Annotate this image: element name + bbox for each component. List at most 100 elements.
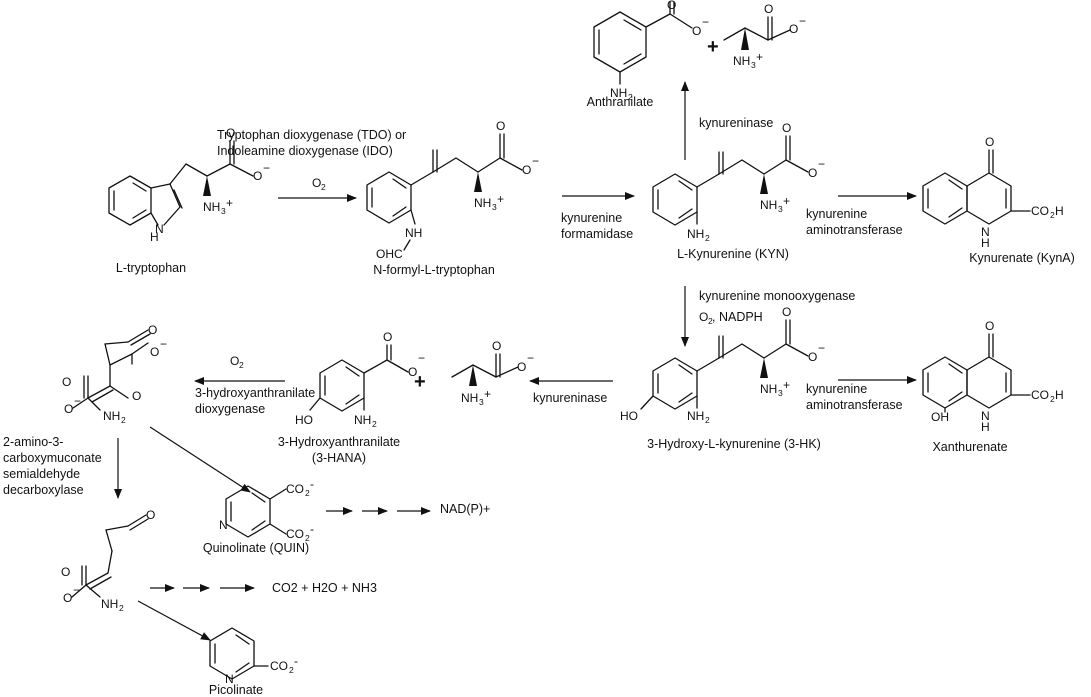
anthranilate-label: Anthranilate [587, 95, 654, 109]
svg-text:CO: CO [1031, 204, 1049, 218]
svg-text:O: O [62, 375, 71, 389]
kynurenine-label: L-Kynurenine (KYN) [677, 247, 789, 261]
svg-text:3: 3 [778, 204, 783, 214]
svg-text:O: O [226, 126, 235, 140]
svg-text:NH: NH [103, 409, 120, 423]
quinolinate-label: Quinolinate (QUIN) [203, 541, 309, 555]
svg-text:HO: HO [620, 409, 638, 423]
svg-text:3: 3 [479, 397, 484, 407]
svg-text:O: O [985, 319, 994, 333]
svg-text:CO: CO [1031, 388, 1049, 402]
svg-text:O: O [764, 2, 773, 16]
acmsd-line2: carboxymuconate [3, 451, 102, 465]
svg-text:2: 2 [321, 182, 326, 192]
svg-text:3: 3 [751, 60, 756, 70]
svg-text:O: O [150, 345, 159, 359]
svg-text:O: O [522, 163, 531, 177]
svg-text:CO: CO [286, 527, 304, 541]
co2-h2o-nh3-label: CO2 + H2O + NH3 [272, 581, 377, 595]
acms-structure: O O − O O O − NH 2 [62, 323, 167, 425]
svg-text:O: O [808, 166, 817, 180]
svg-text:H: H [981, 236, 990, 250]
svg-text:O: O [253, 169, 262, 183]
svg-text:2: 2 [705, 415, 710, 425]
svg-text:−: − [418, 351, 425, 365]
acmsd-line4: decarboxylase [3, 483, 84, 497]
svg-text:OHC: OHC [376, 247, 403, 261]
svg-text:O: O [148, 323, 157, 337]
picolinate-label: Picolinate [209, 683, 263, 697]
haao-line1: 3-hydroxyanthranilate [195, 386, 315, 400]
svg-text:N: N [981, 225, 990, 239]
svg-text:2: 2 [305, 488, 310, 498]
svg-text:2: 2 [1050, 210, 1055, 220]
ams-structure: O O O − NH 2 [61, 508, 155, 613]
anthranilate-structure: O O − NH 2 [593, 0, 709, 102]
svg-text:3: 3 [492, 202, 497, 212]
kynurenate-structure: O N H CO 2 H [922, 135, 1064, 250]
svg-text:O: O [146, 508, 155, 522]
kmo-label: kynurenine monooxygenase [699, 289, 855, 303]
l-tryptophan-structure: H N O O − NH 3 + [108, 126, 270, 244]
kmo-cofactor: , NADPH [712, 310, 763, 324]
svg-text:OH: OH [931, 410, 949, 424]
svg-text:N: N [225, 672, 234, 686]
svg-text:−: − [818, 341, 825, 355]
arrow-to-picolinate [137, 600, 211, 641]
svg-text:NH: NH [760, 382, 777, 396]
svg-text:2: 2 [289, 665, 294, 675]
svg-text:H: H [1055, 388, 1064, 402]
alanine-mid-structure: O O − NH 3 + [451, 339, 534, 407]
svg-text:2: 2 [239, 360, 244, 370]
svg-text:O: O [782, 121, 791, 135]
svg-text:−: − [799, 14, 806, 28]
alanine-top-structure: O O − NH 3 + [723, 2, 806, 70]
svg-text:NH: NH [405, 226, 422, 240]
svg-text:O: O [985, 135, 994, 149]
nadp-label: NAD(P)+ [440, 502, 490, 516]
svg-text:2: 2 [372, 419, 377, 429]
acmsd-line3: semialdehyde [3, 467, 80, 481]
svg-text:2: 2 [708, 316, 713, 326]
svg-text:NH: NH [687, 227, 704, 241]
svg-text:−: − [74, 394, 81, 408]
arrow-to-quinolinate [149, 426, 251, 493]
kynurenate-label: Kynurenate (KynA) [969, 251, 1075, 265]
svg-text:+: + [756, 50, 763, 64]
picolinate-structure: N CO 2 - [209, 627, 298, 686]
svg-text:O: O [496, 119, 505, 133]
svg-text:+: + [783, 194, 790, 208]
svg-text:O: O [667, 0, 676, 12]
svg-text:+: + [497, 192, 504, 206]
kynureninase-top-label: kynureninase [699, 116, 773, 130]
hydroxykynurenine-label: 3-Hydroxy-L-kynurenine (3-HK) [647, 437, 821, 451]
svg-text:−: − [527, 351, 534, 365]
svg-text:2: 2 [305, 533, 310, 543]
hydroxykynurenine-structure: O O − NH 3 + NH 2 HO [620, 305, 825, 425]
svg-text:O: O [230, 354, 239, 368]
svg-text:O: O [692, 24, 701, 38]
svg-text:O: O [132, 389, 141, 403]
svg-text:CO: CO [286, 482, 304, 496]
svg-text:O: O [408, 365, 417, 379]
svg-text:O: O [808, 350, 817, 364]
svg-text:O: O [61, 565, 70, 579]
svg-text:O: O [789, 22, 798, 36]
svg-text:2: 2 [705, 233, 710, 243]
plus-sign: + [414, 371, 426, 393]
svg-text:NH: NH [733, 54, 750, 68]
svg-text:O: O [699, 310, 708, 324]
svg-text:+: + [783, 378, 790, 392]
kat-mid-line1: kynurenine [806, 382, 867, 396]
svg-text:O: O [383, 330, 392, 344]
plus-sign: + [707, 36, 719, 58]
svg-text:N: N [155, 222, 164, 236]
svg-text:−: − [702, 15, 709, 29]
kat-mid-line2: aminotransferase [806, 398, 903, 412]
svg-text:+: + [226, 196, 233, 210]
hana-label-line1: 3-Hydroxyanthranilate [278, 435, 400, 449]
haao-line2: dioxygenase [195, 402, 265, 416]
svg-text:-: - [294, 654, 298, 668]
svg-text:O: O [312, 176, 321, 190]
